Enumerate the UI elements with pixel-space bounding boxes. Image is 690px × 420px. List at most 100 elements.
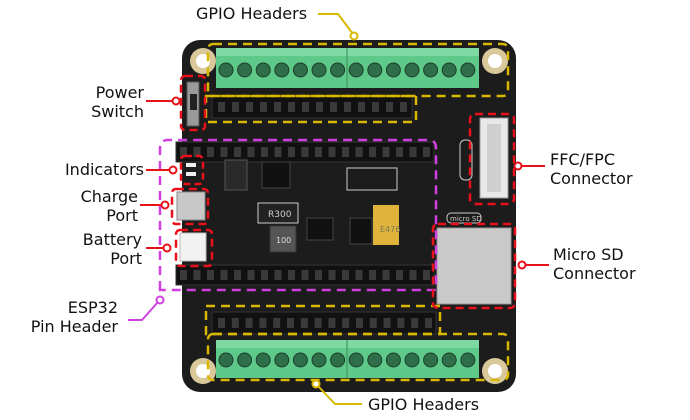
header-pin <box>246 102 253 112</box>
header-pin <box>260 102 267 112</box>
esp32-header-frame <box>158 138 438 292</box>
terminal-screw <box>292 352 308 368</box>
header-pin <box>207 147 214 157</box>
header-pin <box>386 102 393 112</box>
terminal-screw <box>404 62 420 78</box>
header-pin <box>207 270 214 280</box>
header-pin <box>273 318 281 328</box>
header-pin <box>425 318 432 328</box>
header-pin <box>396 147 403 157</box>
header-pin <box>372 102 379 112</box>
terminal-screw <box>292 62 308 78</box>
battery-port-label-line2: Port <box>110 249 142 268</box>
header-pin <box>220 270 228 280</box>
terminal-screw <box>404 352 420 368</box>
terminal-screw <box>367 352 383 368</box>
indicators-frame <box>179 154 205 186</box>
esp32-pin-header-bottom <box>175 264 435 286</box>
header-pin <box>423 147 430 157</box>
terminal-screw <box>274 352 290 368</box>
header-pin <box>261 147 268 157</box>
terminal-screw <box>311 62 327 78</box>
header-pin <box>409 270 417 280</box>
power-switch-frame <box>179 74 207 132</box>
terminal-screw <box>460 62 476 78</box>
power-switch-label-line2: Switch <box>91 102 144 121</box>
terminal-screw <box>423 62 439 78</box>
upper-gpio-pin-header <box>211 95 413 119</box>
ffc-frame <box>468 112 516 206</box>
header-pin <box>193 147 201 157</box>
header-pin <box>274 102 281 112</box>
power-switch-label: Power Switch <box>70 83 144 121</box>
header-pin <box>400 102 407 112</box>
header-pin <box>301 147 309 157</box>
header-pin <box>356 318 363 328</box>
micro-sd-label-line2: Connector <box>553 264 636 283</box>
ffc-fpc-connector <box>459 117 509 199</box>
header-pin <box>355 270 363 280</box>
header-pin <box>234 270 241 280</box>
header-pin <box>274 270 282 280</box>
header-pin <box>314 318 322 328</box>
header-pin <box>300 318 308 328</box>
terminal-screw <box>367 62 383 78</box>
header-pin <box>247 147 255 157</box>
header-pin <box>411 318 419 328</box>
terminal-screw <box>255 62 271 78</box>
esp32-label-line1: ESP32 <box>67 298 118 317</box>
header-pin <box>383 318 391 328</box>
header-pin <box>315 270 322 280</box>
terminal-screw <box>348 352 364 368</box>
terminal-screw <box>255 352 271 368</box>
header-pin <box>287 318 294 328</box>
header-pin <box>328 270 336 280</box>
charge-port-frame <box>170 187 210 226</box>
terminal-screw <box>423 352 439 368</box>
battery-port-frame <box>174 228 214 268</box>
micro-sd-slot: micro SD <box>436 212 512 305</box>
header-pin <box>193 270 201 280</box>
r300-silkscreen: R300 <box>268 210 292 220</box>
terminal-screw <box>237 62 253 78</box>
header-pin <box>342 318 350 328</box>
ffc-label-line1: FFC/FPC <box>550 150 615 169</box>
header-pin <box>180 270 187 280</box>
charge-port-label: Charge Port <box>60 187 138 225</box>
top-terminal-block <box>216 48 479 88</box>
charge-port <box>176 191 206 221</box>
battery-port <box>179 232 207 262</box>
header-pin <box>369 270 376 280</box>
header-pin <box>301 270 309 280</box>
terminal-screw <box>237 352 253 368</box>
terminal-screw <box>385 352 401 368</box>
header-pin <box>423 270 430 280</box>
indicators-label: Indicators <box>64 160 144 179</box>
header-pin <box>288 147 295 157</box>
header-pin <box>259 318 267 328</box>
terminal-screw <box>441 62 457 78</box>
terminal-screw <box>330 352 346 368</box>
header-pin <box>344 102 351 112</box>
header-pin <box>232 102 239 112</box>
header-pin <box>234 147 241 157</box>
cap-silkscreen: E476 <box>380 225 400 234</box>
micro-sd-label: Micro SD Connector <box>553 245 636 283</box>
inductor-silkscreen: 100 <box>276 236 291 245</box>
power-switch <box>186 81 200 127</box>
terminal-screw <box>218 352 234 368</box>
header-pin <box>328 318 336 328</box>
header-pin <box>369 318 377 328</box>
header-pin <box>396 270 403 280</box>
header-pin <box>245 318 253 328</box>
terminal-screw <box>385 62 401 78</box>
header-pin <box>247 270 255 280</box>
header-pin <box>288 102 295 112</box>
header-pin <box>355 147 363 157</box>
micro-sd-label-line1: Micro SD <box>553 245 624 264</box>
header-pin <box>382 147 390 157</box>
header-pin <box>328 147 336 157</box>
micro-sd-silkscreen: micro SD <box>450 215 482 223</box>
header-pin <box>220 147 228 157</box>
